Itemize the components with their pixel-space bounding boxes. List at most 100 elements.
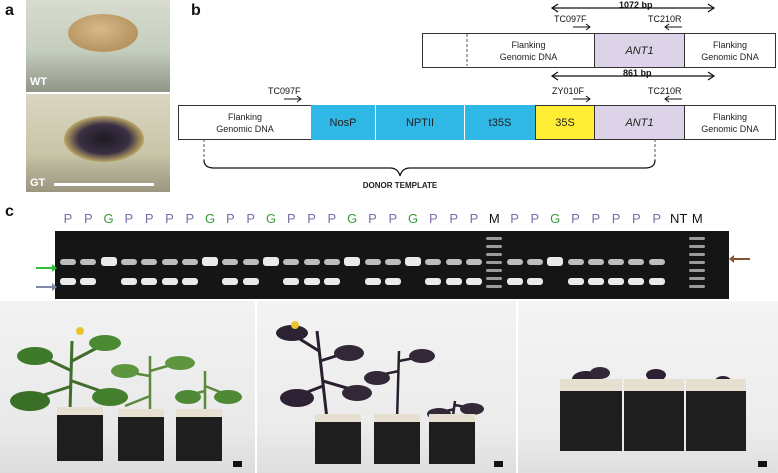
gel-lane-label: P: [632, 211, 641, 226]
gel-band: [506, 278, 523, 285]
bottom-35s: 35S: [535, 105, 595, 140]
photo-plants-e: [257, 301, 516, 473]
gel-band: [648, 278, 665, 285]
gel-lane-label: G: [265, 211, 277, 226]
gel-band: [405, 257, 422, 266]
gel-band: [384, 259, 401, 265]
primer-bottom-tc097f: TC097F: [268, 86, 301, 96]
bottom-nosp: NosP: [311, 105, 375, 140]
gel-lane-label: P: [165, 211, 174, 226]
gel-lane-label: P: [307, 211, 316, 226]
gray-arrow-icon: [36, 283, 57, 291]
bottom-flank-right: Flanking Genomic DNA: [684, 105, 776, 140]
gel-band: [100, 257, 117, 266]
gel-arrows: [36, 255, 750, 291]
gel-lane-label: P: [429, 211, 438, 226]
gel-lane-label: G: [408, 211, 419, 226]
gel-band: [425, 259, 442, 265]
gel-band: [303, 278, 320, 285]
gel-band: [181, 278, 198, 285]
top-flank-right: Flanking Genomic DNA: [684, 33, 776, 68]
gel-lane-label: P: [124, 211, 134, 226]
gel-band: [608, 278, 625, 285]
gel-band: [161, 259, 178, 265]
gel-band: [689, 237, 706, 240]
gel-lane-label: G: [347, 211, 358, 226]
gel-lane-label: P: [510, 211, 519, 226]
gel-lane-label: G: [103, 211, 114, 226]
gel-band: [486, 237, 503, 240]
panel-letter-c: c: [5, 203, 14, 220]
gel-band: [364, 259, 381, 265]
gel-lane-label: P: [469, 211, 479, 226]
gel-band: [486, 253, 503, 256]
gel-band: [486, 245, 503, 248]
gel-lane-label: P: [327, 211, 337, 226]
gel-band: [181, 259, 198, 265]
gel-lane-label: M: [691, 211, 703, 226]
primer-bottom-tc210r: TC210R: [648, 86, 682, 96]
gel-band: [323, 259, 340, 265]
gel-band: [486, 261, 503, 264]
gel-band: [466, 259, 482, 265]
gel-band: [445, 259, 462, 265]
primer-top-tc210r: TC210R: [648, 14, 682, 24]
gel-band: [303, 259, 320, 265]
gel-band: [445, 278, 462, 285]
gel-band: [141, 259, 158, 265]
gel-band: [466, 278, 482, 285]
gel-band: [283, 259, 300, 265]
gel-band: [689, 277, 706, 280]
gel-lane-label: P: [530, 211, 540, 226]
gel-band: [364, 278, 381, 285]
panel-letter-a: a: [5, 2, 14, 19]
gel-lane-label: P: [63, 211, 73, 226]
gel-band: [486, 269, 503, 272]
gel-band: [80, 259, 97, 265]
gel-band: [587, 259, 604, 265]
scale-bar-f: [758, 461, 767, 467]
gel-band: [263, 257, 279, 266]
gel-band: [120, 259, 137, 265]
gel-lane-label: G: [205, 211, 216, 226]
gel-lane-label: P: [611, 211, 621, 226]
donor-template-label: DONOR TEMPLATE: [362, 181, 438, 190]
gel-band: [425, 278, 442, 285]
bp-label-top: 1072 bp: [619, 0, 653, 10]
gt-tissue: [64, 116, 144, 162]
gel-lane-label: P: [286, 211, 296, 226]
gel-band: [486, 277, 503, 280]
gel-band: [242, 259, 259, 265]
bottom-t35s: t35S: [465, 105, 535, 140]
gel-band: [80, 278, 97, 285]
gel-band: [323, 278, 340, 285]
gel-band: [587, 278, 604, 285]
photo-plants-f: [518, 301, 778, 473]
plants-d-drawing: [10, 327, 242, 461]
panel-letter-b: b: [191, 2, 201, 19]
gel-band: [384, 278, 401, 285]
gel-band: [120, 278, 137, 285]
primer-top-tc097f: TC097F: [554, 14, 587, 24]
gel-lane-label: G: [550, 211, 561, 226]
gel-lane-label: P: [83, 211, 93, 226]
gel-band: [526, 278, 543, 285]
wt-tissue: [68, 14, 138, 52]
gel-band: [283, 278, 300, 285]
gel-lane-label: P: [449, 211, 459, 226]
gel-lane-label: P: [246, 211, 256, 226]
gel-band: [567, 278, 584, 285]
gel-band: [689, 285, 706, 288]
gel-band: [222, 278, 239, 285]
photo-wt-tube: WT: [26, 0, 170, 92]
gel-band: [689, 261, 706, 264]
gel-lane-label: P: [144, 211, 154, 226]
gel-band: [648, 259, 665, 265]
gel-lane-label: M: [488, 211, 500, 226]
gel-lane-label: P: [652, 211, 662, 226]
gel-band: [567, 259, 584, 265]
gel-band: [628, 259, 645, 265]
bp-label-bottom: 861 bp: [623, 68, 652, 78]
gel-band: [141, 278, 158, 285]
top-ant1: ANT1: [594, 33, 685, 68]
